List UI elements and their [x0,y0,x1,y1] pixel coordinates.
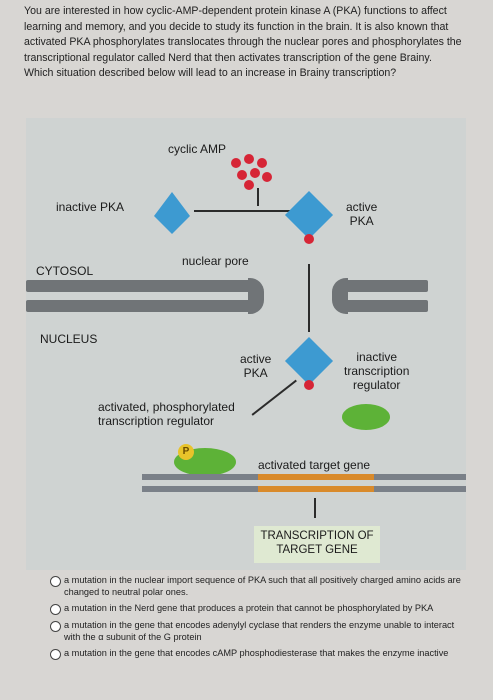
pore-wall [248,278,264,314]
question-text: You are interested in how cyclic-AMP-dep… [24,5,462,80]
radio-button[interactable] [50,576,61,587]
cyclic-amp-label: cyclic AMP [168,142,227,156]
activated-target-gene-label: activated target gene [258,458,371,472]
label-line: PKA [243,366,268,380]
nucleus-label: NUCLEUS [40,332,98,346]
active-pka-nucleus [284,336,334,386]
pka-pathway-figure: cyclic AMP inactive PKA active PKA CYTOS… [26,118,466,570]
label-line: TARGET GENE [276,544,358,556]
inactive-pka-bottom [154,216,190,234]
nuclear-envelope [344,280,428,292]
activation-arrow [194,210,290,212]
dna-strand [374,486,466,492]
label-line: transcription regulator [98,414,215,428]
dna-strand [142,474,258,480]
nuclear-envelope [26,280,252,292]
label-line: transcription [344,364,410,378]
label-line: activated, phosphorylated [98,400,235,414]
answer-option[interactable]: a mutation in the gene that encodes cAMP… [50,647,470,661]
phosphorylation-arrow [251,379,297,416]
nuclear-pore-label: nuclear pore [182,254,249,268]
option-text: a mutation in the gene that encodes aden… [64,619,455,642]
option-text: a mutation in the gene that encodes cAMP… [64,648,449,659]
camp-molecule [231,158,241,168]
inactive-pka-label: inactive PKA [56,200,125,214]
camp-molecule [262,172,272,182]
activated-regulator-label: activated, phosphorylated transcription … [98,400,235,428]
label-line: active [346,200,378,214]
transcription-arrow [314,498,316,518]
camp-molecule [244,180,254,190]
transcription-box: TRANSCRIPTION OF TARGET GENE [254,526,380,563]
camp-molecule [244,154,254,164]
inactive-pka-top [154,192,190,216]
inactive-transcription-regulator [342,404,390,430]
option-text: a mutation in the nuclear import sequenc… [64,575,461,598]
nuclear-envelope [344,300,428,312]
answer-option[interactable]: a mutation in the nuclear import sequenc… [50,574,470,598]
camp-molecule [257,158,267,168]
cytosol-label: CYTOSOL [36,264,94,278]
radio-button[interactable] [50,620,61,632]
translocation-arrow [308,264,310,332]
camp-arrow [257,188,259,206]
label-line: active [240,352,272,366]
label-line: TRANSCRIPTION OF [260,530,374,542]
dna-strand [374,474,466,480]
label-line: inactive [356,350,398,364]
radio-button[interactable] [50,649,61,661]
phosphate-badge: P [178,444,194,460]
nuclear-envelope [26,300,252,312]
camp-molecule [237,170,247,180]
dna-strand [142,486,258,492]
option-text: a mutation in the Nerd gene that produce… [64,603,434,614]
camp-molecule [250,168,260,178]
active-pka-nucleus-label: active PKA [240,352,271,380]
answer-options: a mutation in the nuclear import sequenc… [50,574,470,663]
bound-camp [304,380,314,390]
answer-option[interactable]: a mutation in the Nerd gene that produce… [50,602,470,616]
label-line: regulator [353,378,401,392]
answer-option[interactable]: a mutation in the gene that encodes aden… [50,619,470,643]
active-pka-top-label: active PKA [346,200,377,228]
target-gene-segment [258,474,374,480]
target-gene-segment [258,486,374,492]
label-line: PKA [349,214,374,228]
bound-camp [304,234,314,244]
inactive-regulator-label: inactive transcription regulator [344,350,409,392]
active-pka-cytosol [284,190,334,240]
radio-button[interactable] [50,604,61,616]
